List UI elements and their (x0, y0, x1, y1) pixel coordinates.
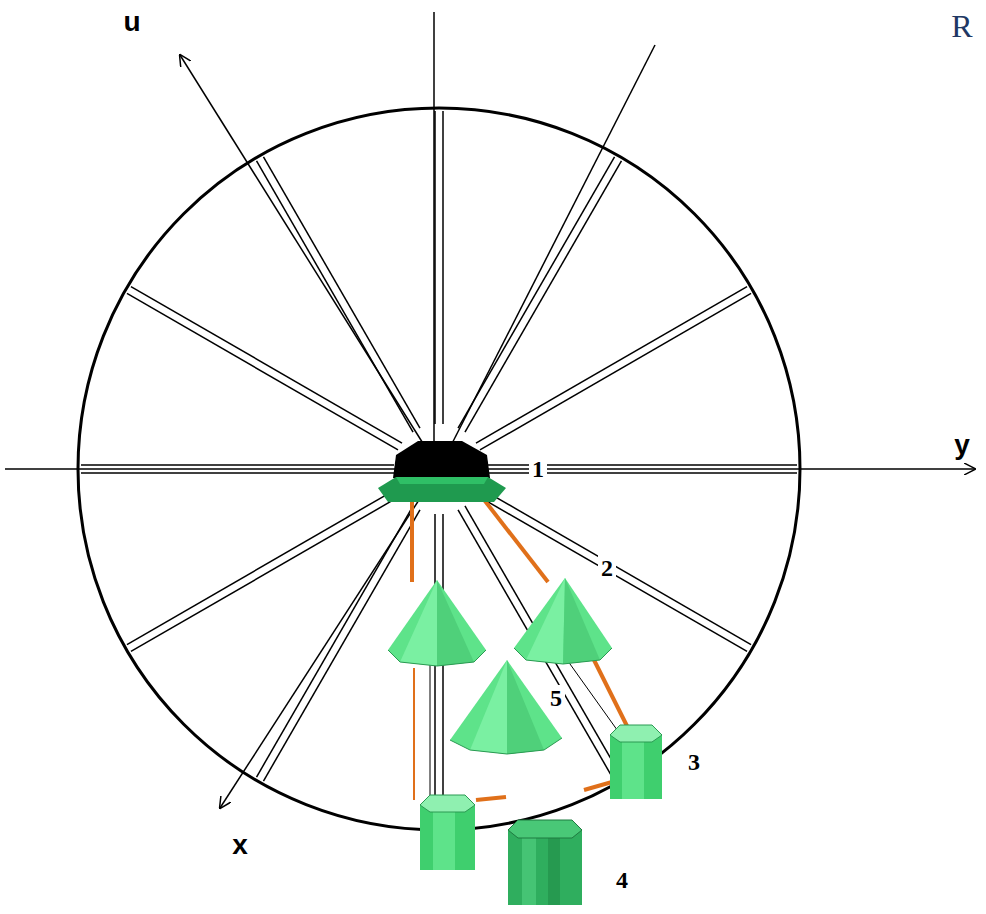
spoke-line (458, 157, 615, 428)
orange-links (412, 492, 628, 800)
u-axis (180, 55, 439, 469)
spoke-line (131, 495, 402, 652)
spoke-line (127, 293, 398, 450)
spoke-line (131, 287, 402, 444)
spoke-line (480, 293, 751, 450)
callout-number: 2 (598, 555, 616, 581)
vertical-line (433, 12, 435, 469)
y-axis (5, 468, 975, 470)
hub-green (378, 477, 506, 502)
pyramid (388, 580, 486, 666)
thin-line (430, 660, 431, 800)
reference-line (439, 45, 655, 469)
spoke-line (465, 161, 622, 432)
callout-number: 4 (613, 867, 631, 893)
callout-number: 5 (547, 685, 565, 711)
cone (450, 660, 562, 754)
hex-prism (420, 795, 475, 870)
spoke-line (476, 287, 747, 444)
corner-letter: R (948, 9, 975, 43)
hex-prism (610, 725, 662, 799)
cylinder (508, 820, 582, 905)
spoke-line (442, 111, 444, 424)
spoke-line (127, 488, 398, 645)
spoke-line (476, 495, 747, 652)
callout-number: 1 (529, 456, 547, 482)
axis-label: y (951, 430, 973, 460)
spoke-line (442, 514, 444, 827)
spoke-line (81, 472, 394, 474)
hub-top (396, 477, 488, 484)
pyramid (514, 578, 612, 664)
axis-label: x (229, 830, 251, 860)
spoke-line (434, 514, 436, 827)
spoke-line (263, 157, 420, 428)
spoke-line (81, 464, 394, 466)
spoke-line (480, 488, 751, 645)
axis-label: u (120, 7, 143, 37)
callout-number: 3 (685, 749, 703, 775)
hub-black (393, 441, 490, 478)
